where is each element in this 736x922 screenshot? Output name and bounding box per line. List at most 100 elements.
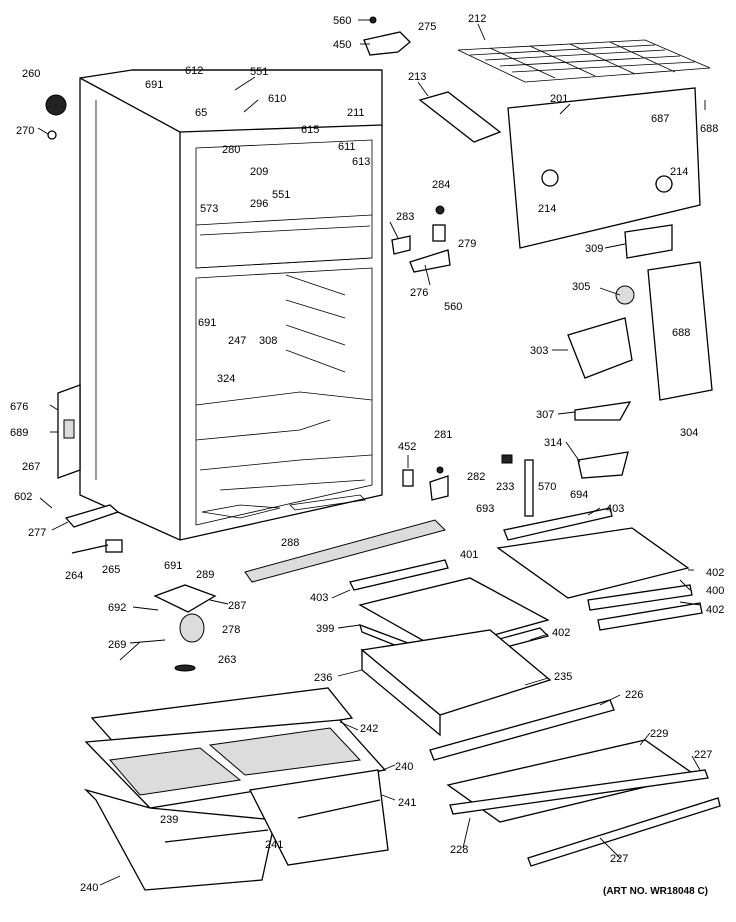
callout-label: 240 bbox=[395, 761, 413, 773]
callout-label: 308 bbox=[259, 335, 277, 347]
callout-label: 276 bbox=[410, 287, 428, 299]
lower-hinge bbox=[64, 504, 120, 528]
callout-label: 403 bbox=[310, 592, 328, 604]
control-bracket bbox=[577, 451, 629, 479]
valve bbox=[432, 224, 446, 242]
callout-label: 402 bbox=[706, 567, 724, 579]
mullion-grille bbox=[244, 519, 446, 583]
top-hinge bbox=[363, 31, 411, 56]
callout-label: 228 bbox=[450, 844, 468, 856]
knob-260 bbox=[45, 94, 67, 116]
callout-labels: 560 275 450 212 213 260 270 691 612 551 … bbox=[10, 13, 724, 894]
callout-label: 260 bbox=[22, 68, 40, 80]
rail-570 bbox=[524, 459, 534, 517]
cap-265 bbox=[105, 539, 123, 553]
shelf-support-403b bbox=[349, 559, 449, 591]
callout-label: 307 bbox=[536, 409, 554, 421]
callout-label: 610 bbox=[268, 93, 286, 105]
callout-label: 213 bbox=[408, 71, 426, 83]
hinge-screw bbox=[369, 16, 377, 24]
callout-label: 693 bbox=[476, 503, 494, 515]
callout-label: 283 bbox=[396, 211, 414, 223]
callout-label: 265 bbox=[102, 564, 120, 576]
callout-label: 689 bbox=[10, 427, 28, 439]
callout-label: 211 bbox=[347, 107, 365, 119]
callout-label: 692 bbox=[108, 602, 126, 614]
callout-label: 611 bbox=[338, 141, 356, 153]
callout-label: 309 bbox=[585, 243, 603, 255]
callout-label: 282 bbox=[467, 471, 485, 483]
callout-label: 214 bbox=[538, 203, 556, 215]
ice-tray bbox=[418, 91, 502, 143]
fan-motor bbox=[179, 613, 205, 643]
callout-label: 278 bbox=[222, 624, 240, 636]
callout-label: 602 bbox=[14, 491, 32, 503]
callout-label: 551 bbox=[272, 189, 290, 201]
crisper-assembly bbox=[83, 687, 389, 891]
callout-label: 247 bbox=[228, 335, 246, 347]
callout-label: 688 bbox=[700, 123, 718, 135]
leader-lines bbox=[37, 19, 706, 886]
callout-label: 403 bbox=[606, 503, 624, 515]
callout-label: 570 bbox=[538, 481, 556, 493]
bracket-282 bbox=[429, 475, 449, 501]
callout-label: 280 bbox=[222, 144, 240, 156]
callout-label: 615 bbox=[301, 124, 319, 136]
clip-233 bbox=[501, 454, 513, 464]
wire-shelf bbox=[457, 39, 711, 83]
callout-label: 688 bbox=[672, 327, 690, 339]
callout-label: 694 bbox=[570, 489, 588, 501]
callout-label: 236 bbox=[314, 672, 332, 684]
label-plate bbox=[624, 224, 673, 259]
callout-label: 560 bbox=[333, 15, 351, 27]
callout-label: 691 bbox=[164, 560, 182, 572]
callout-label: 279 bbox=[458, 238, 476, 250]
callout-label: 314 bbox=[544, 437, 562, 449]
cover-knob bbox=[541, 169, 559, 187]
callout-label: 229 bbox=[650, 728, 668, 740]
callout-label: 401 bbox=[460, 549, 478, 561]
callout-label: 281 bbox=[434, 429, 452, 441]
callout-label: 400 bbox=[706, 585, 724, 597]
callout-label: 270 bbox=[16, 125, 34, 137]
callout-label: 687 bbox=[651, 113, 669, 125]
shelf-226 bbox=[429, 699, 615, 761]
callout-label: 560 bbox=[444, 301, 462, 313]
callout-label: 691 bbox=[198, 317, 216, 329]
cabinet bbox=[79, 69, 383, 541]
callout-label: 613 bbox=[352, 156, 370, 168]
callout-label: 240 bbox=[80, 882, 98, 894]
callout-label: 612 bbox=[185, 65, 203, 77]
callout-label: 239 bbox=[160, 814, 178, 826]
callout-label: 227 bbox=[694, 749, 712, 761]
callout-label: 212 bbox=[468, 13, 486, 25]
hinge-slot bbox=[63, 419, 75, 439]
damper-housing bbox=[567, 317, 633, 379]
callout-label: 402 bbox=[706, 604, 724, 616]
grommet bbox=[435, 205, 445, 215]
callout-label: 399 bbox=[316, 623, 334, 635]
callout-label: 402 bbox=[552, 627, 570, 639]
callout-label: 263 bbox=[218, 654, 236, 666]
callout-label: 289 bbox=[196, 569, 214, 581]
callout-label: 269 bbox=[108, 639, 126, 651]
callout-label: 241 bbox=[398, 797, 416, 809]
callout-label: 201 bbox=[550, 93, 568, 105]
glass-shelf-401 bbox=[358, 577, 550, 651]
callout-label: 277 bbox=[28, 527, 46, 539]
callout-label: 214 bbox=[670, 166, 688, 178]
cover-knob bbox=[655, 175, 673, 193]
callout-label: 287 bbox=[228, 600, 246, 612]
callout-label: 296 bbox=[250, 198, 268, 210]
callout-label: 573 bbox=[200, 203, 218, 215]
callout-label: 304 bbox=[680, 427, 698, 439]
callout-label: 324 bbox=[217, 373, 235, 385]
callout-label: 452 bbox=[398, 441, 416, 453]
thermostat-knob bbox=[615, 285, 635, 305]
callout-label: 305 bbox=[572, 281, 590, 293]
callout-label: 233 bbox=[496, 481, 514, 493]
bracket-276 bbox=[409, 249, 451, 273]
callout-label: 209 bbox=[250, 166, 268, 178]
callout-label: 284 bbox=[432, 179, 450, 191]
